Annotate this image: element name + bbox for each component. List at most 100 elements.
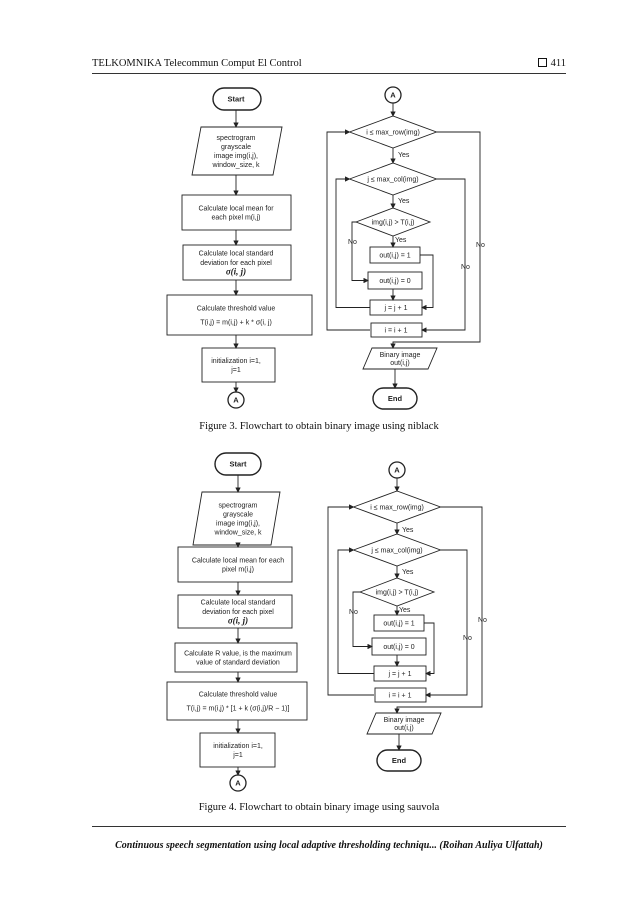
output-text-line: Binary image [384,717,425,724]
decision-row-text: i ≤ max_row(img) [370,505,424,512]
rval-text-line: Calculate R value, is the maximum [184,651,292,658]
flow-arrow [394,506,483,714]
decision-threshold-text: img(i,j) > T(i,j) [376,590,419,597]
connector-a-label: A [394,466,400,475]
yes-label: Yes [398,152,410,159]
thr-text-line: T(i,j) = m(i,j) + k * σ(i, j) [200,320,272,327]
no-label: No [349,609,358,616]
output-text-line: out(i,j) [394,725,413,732]
connector-a-label: A [390,91,396,100]
std-text-line: σ(i, j) [228,616,248,626]
output-text-line: out(i,j) [390,360,409,367]
flow-arrow [335,176,370,308]
thr-text-line: Calculate threshold value [199,692,278,699]
std-process-box [177,594,293,629]
start-label: Start [227,95,245,104]
figure-3-caption: Figure 3. Flowchart to obtain binary ima… [199,421,439,432]
flow-arrow [327,504,374,696]
flow-arrow [337,547,374,674]
input-text-line: spectrogram [217,135,256,142]
no-label: No [461,264,470,271]
input-parallelogram [191,126,283,176]
mean-text-line: Calculate local mean for each [192,558,284,565]
init-text-line: j=1 [232,752,243,759]
out-0-text: out(i,j) = 0 [379,278,410,285]
input-text-line: window_size, k [213,530,262,537]
rval-process-box [174,642,298,673]
i-increment-text: i = i + 1 [385,328,408,335]
flow-arrow [420,254,434,311]
input-text-line: grayscale [223,512,253,519]
end-label: End [392,756,407,765]
init-text-line: initialization i=1, [213,743,263,750]
std-text-line: σ(i, j) [226,267,246,277]
journal-header: TELKOMNIKA Telecommun Comput El Control [92,58,302,69]
input-text-line: window_size, k [211,162,260,169]
input-text-line: image img(i,j), [214,153,258,160]
yes-label: Yes [395,237,407,244]
end-label: End [388,394,403,403]
no-label: No [476,242,485,249]
thr-text-line: T(i,j) = m(i,j) * [1 + k (σ(i,j)/R − 1)] [187,706,290,713]
header-divider [92,73,566,74]
init-text-line: initialization i=1, [211,358,261,365]
start-label: Start [229,460,247,469]
decision-row-text: i ≤ max_row(img) [366,130,420,137]
flow-arrow [424,622,435,677]
yes-label: Yes [402,569,414,576]
flow-arrow [351,221,369,284]
mean-text-line: Calculate local mean for [198,206,274,213]
out-0-text: out(i,j) = 0 [383,644,414,651]
init-text-line: j=1 [230,367,241,374]
out-1-text: out(i,j) = 1 [383,621,414,628]
footer-divider [92,826,566,827]
yes-label: Yes [402,527,414,534]
start-terminator [212,87,262,111]
mean-text-line: each pixel m(i,j) [211,215,260,222]
decision-threshold [358,577,436,607]
output-parallelogram [366,712,442,735]
std-text-line: deviation for each pixel [202,609,274,616]
mean-process-box [177,546,293,583]
decision-threshold-text: img(i,j) > T(i,j) [372,220,415,227]
rval-text-line: value of standard deviation [196,660,280,667]
init-process-box [201,347,276,383]
no-label: No [348,239,357,246]
input-parallelogram [192,491,281,546]
flow-arrow [425,549,468,698]
std-text-line: Calculate local standard [201,600,276,607]
flow-arrow [390,131,481,349]
decision-threshold [354,207,432,237]
figure-4-flowchart: Start spectrogram grayscale image img(i,j),… [166,452,487,792]
input-text-line: spectrogram [219,503,258,510]
no-label: No [463,635,472,642]
flow-arrow [352,591,373,650]
page-number: 411 [550,58,566,69]
decision-col-text: j ≤ max_col(img) [366,177,418,184]
j-increment-text: j = j + 1 [384,305,408,312]
no-label: No [478,617,487,624]
init-process-box [199,732,276,768]
std-text-line: deviation for each pixel [200,260,272,267]
decision-col-text: j ≤ max_col(img) [370,548,422,555]
page-number-group: 411 [537,58,566,69]
running-footer: Continuous speech segmentation using loc… [115,840,543,851]
thr-process-box [166,681,308,721]
output-parallelogram [362,347,438,370]
input-text-line: image img(i,j), [216,521,260,528]
input-text-line: grayscale [221,144,251,151]
out-1-text: out(i,j) = 1 [379,253,410,260]
yes-label: Yes [398,198,410,205]
hollow-square-icon [537,58,547,67]
connector-a-label: A [233,396,239,405]
mean-process-box [181,194,292,231]
connector-a-label: A [235,779,241,788]
output-text-line: Binary image [380,352,421,359]
flow-arrow [326,129,370,331]
i-increment-text: i = i + 1 [389,693,412,700]
mean-text-line: pixel m(i,j) [222,567,254,574]
figure-4-caption: Figure 4. Flowchart to obtain binary ima… [198,802,440,813]
thr-process-box [166,294,313,336]
